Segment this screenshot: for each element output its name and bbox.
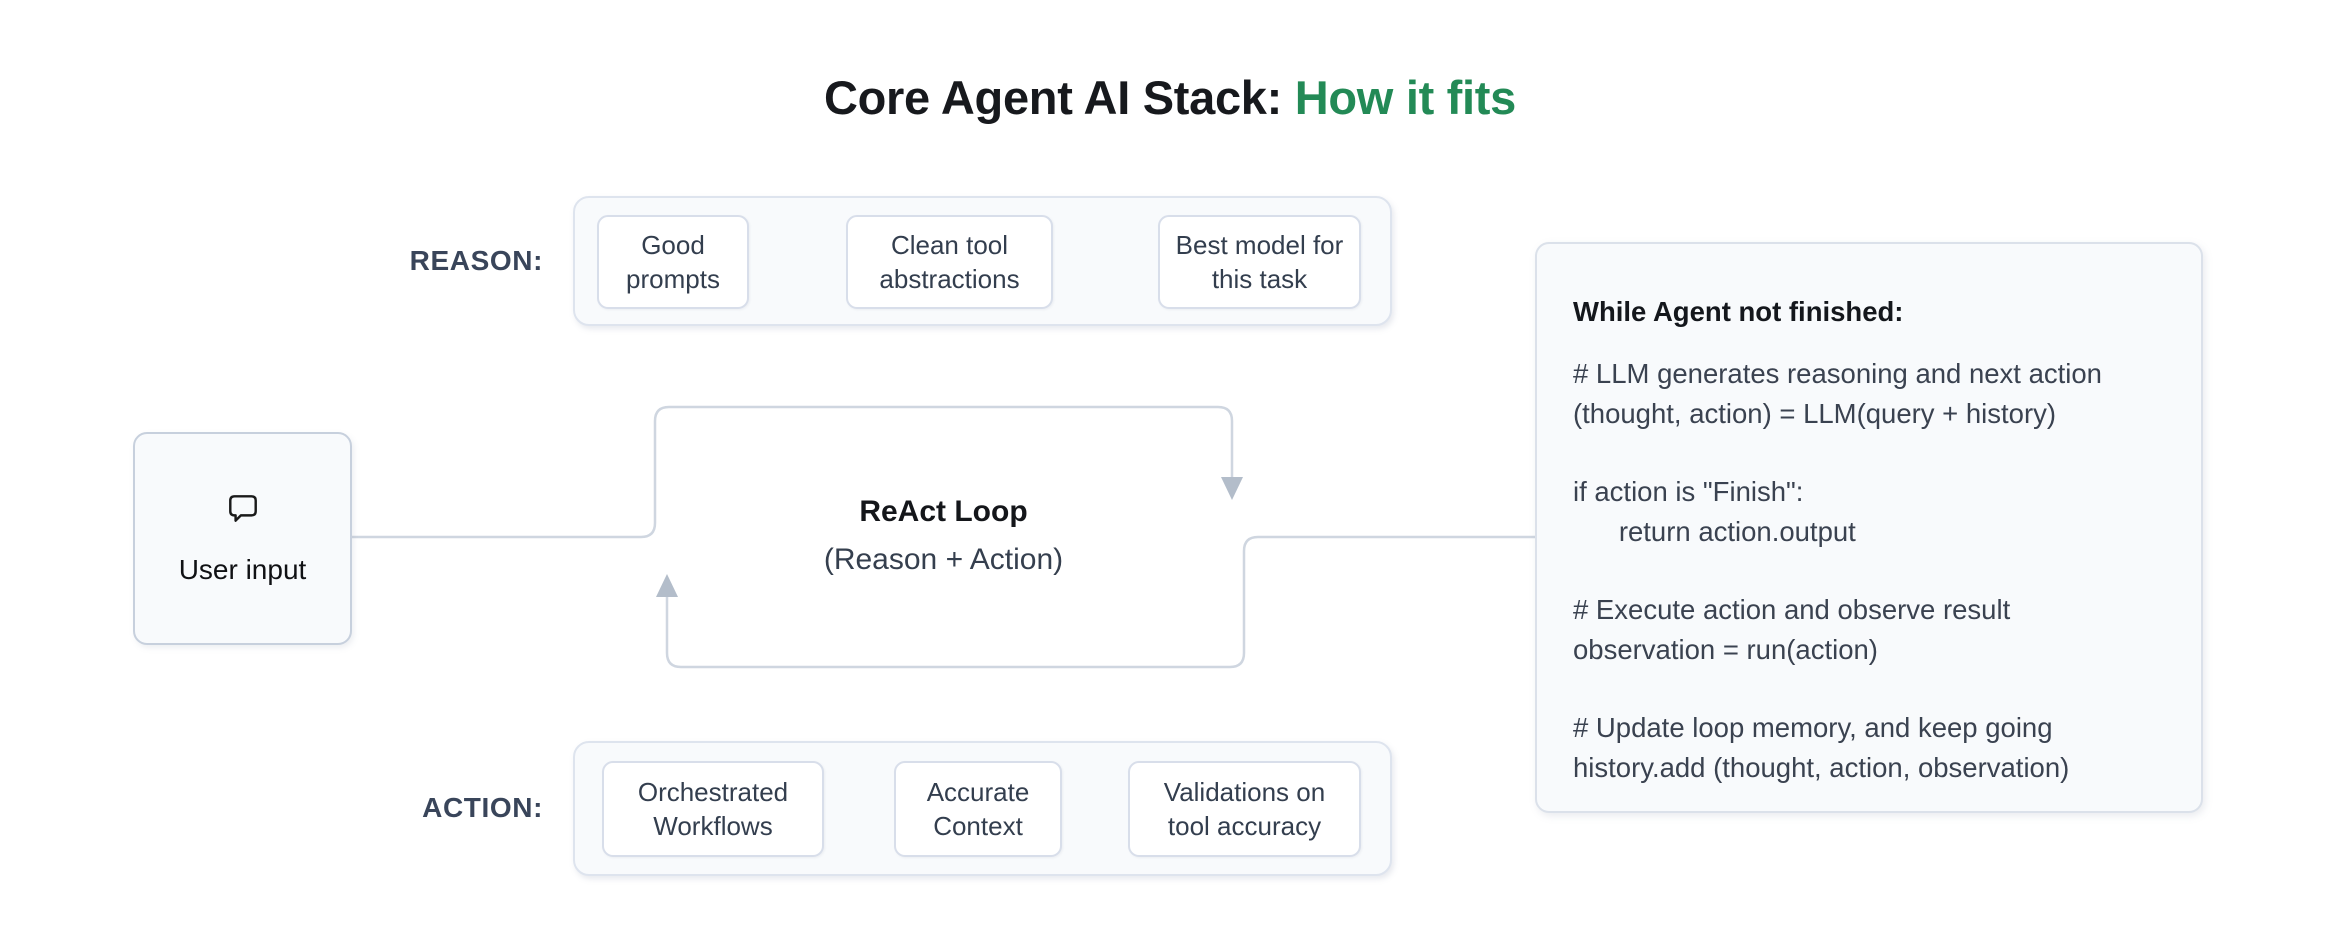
code-line: return action.output (1573, 516, 1856, 547)
page-title: Core Agent AI Stack: How it fits (0, 70, 2340, 125)
code-line: # Update loop memory, and keep going (1573, 712, 2053, 743)
react-loop-node: ReAct Loop (Reason + Action) (655, 488, 1232, 584)
reason-chip-good-prompts: Good prompts (597, 215, 749, 309)
code-group-finish: if action is "Finish": return action.out… (1573, 472, 2167, 552)
code-panel-heading: While Agent not finished: (1573, 296, 1904, 327)
page-title-highlight: How it fits (1294, 71, 1517, 124)
page-title-prefix: Core Agent AI Stack: (824, 71, 1295, 124)
code-line: observation = run(action) (1573, 634, 1878, 665)
action-chip-accurate-context: Accurate Context (894, 761, 1062, 857)
loop-bottom-arrow-path (665, 535, 1535, 669)
down-arrowhead-icon (1221, 477, 1243, 500)
up-arrowhead-icon (656, 574, 678, 597)
code-group-llm: # LLM generates reasoning and next actio… (1573, 354, 2167, 434)
action-chip-orchestrated-workflows: Orchestrated Workflows (602, 761, 824, 857)
reason-row-label: REASON: (409, 245, 543, 276)
loop-top-arrow-path (352, 405, 1234, 539)
user-input-node: User input (133, 432, 352, 645)
chat-bubble-icon (225, 491, 261, 532)
user-input-label: User input (178, 554, 307, 585)
code-line: # Execute action and observe result (1573, 594, 2011, 625)
agent-loop-code-panel: While Agent not finished: # LLM generate… (1535, 242, 2203, 813)
react-loop-subtitle: (Reason + Action) (823, 543, 1064, 576)
code-line: (thought, action) = LLM(query + history) (1573, 398, 2057, 429)
code-group-update: # Update loop memory, and keep going his… (1573, 708, 2167, 788)
react-loop-title: ReAct Loop (859, 495, 1028, 528)
code-line: # LLM generates reasoning and next actio… (1573, 358, 2102, 389)
code-line: history.add (thought, action, observatio… (1573, 752, 2070, 783)
action-row-label: ACTION: (422, 792, 543, 823)
reason-chip-clean-tool-abstractions: Clean tool abstractions (846, 215, 1053, 309)
action-chip-validations: Validations on tool accuracy (1128, 761, 1361, 857)
code-group-execute: # Execute action and observe result obse… (1573, 590, 2167, 670)
code-line: if action is "Finish": (1573, 476, 1804, 507)
reason-chip-best-model: Best model for this task (1158, 215, 1361, 309)
